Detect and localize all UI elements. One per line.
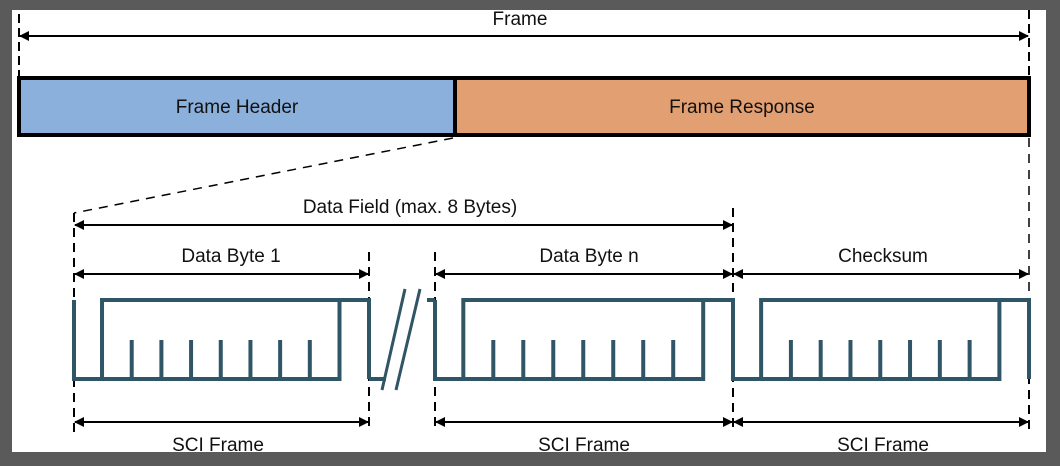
frame-response-label: Frame Response bbox=[669, 97, 815, 118]
data-byte-1-waveform bbox=[72, 298, 371, 381]
data-byte-1-label: Data Byte 1 bbox=[181, 246, 280, 267]
break-mark-line bbox=[394, 288, 422, 391]
sci-frame-n-label: SCI Frame bbox=[538, 435, 630, 456]
frame-label: Frame bbox=[493, 9, 548, 30]
checksum-waveform bbox=[731, 298, 1031, 381]
sci-frame-1-label: SCI Frame bbox=[172, 435, 264, 456]
sci-frame-checksum-label: SCI Frame bbox=[837, 435, 929, 456]
frame-header-label: Frame Header bbox=[176, 97, 299, 118]
checksum-label: Checksum bbox=[838, 246, 928, 267]
data-field-label: Data Field (max. 8 Bytes) bbox=[303, 197, 517, 218]
data-byte-n-label: Data Byte n bbox=[539, 246, 638, 267]
frame-dimension: Frame bbox=[18, 9, 1030, 76]
frame-response-segment bbox=[453, 76, 1031, 137]
byte-guides bbox=[73, 208, 1030, 432]
frame-bar: Frame Header Frame Response bbox=[17, 76, 1031, 137]
signal-waveforms bbox=[72, 298, 1031, 381]
break-mark-line bbox=[380, 288, 407, 391]
break-marks-icon bbox=[380, 288, 422, 391]
diagram-canvas: Frame Frame Header Frame Response Data F… bbox=[12, 9, 1046, 456]
zoom-connector-left bbox=[73, 137, 454, 214]
